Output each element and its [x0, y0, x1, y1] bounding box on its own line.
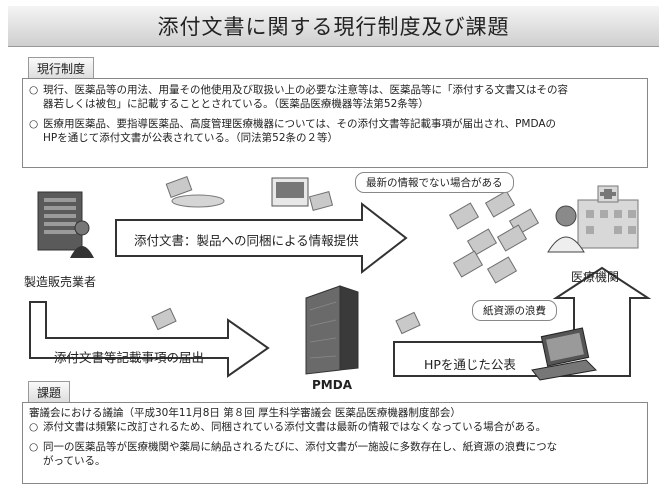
- manufacturer-person-icon: [70, 220, 94, 258]
- issues-box: 審議会における議論（平成30年11月8日 第８回 厚生科学審議会 医薬品医療機器…: [22, 402, 648, 484]
- current-system-item-1-line2: 器若しくは被包」に記載することとされている。（医薬品医療機器等法第52条等）: [43, 98, 429, 110]
- flow-diagram: [29, 176, 652, 381]
- issues-item-1: ○ 添付文書は頻繁に改訂されるため、同梱されている添付文書は最新の情報ではなくなっ…: [29, 420, 641, 434]
- manufacturer-label: 製造販売業者: [24, 275, 97, 289]
- current-system-tab: 現行制度: [28, 57, 95, 80]
- issues-item-2-line2: がっている。: [43, 455, 106, 467]
- current-system-tab-label: 現行制度: [37, 62, 86, 76]
- publish-arrow-label: HPを通じた公表: [424, 357, 516, 372]
- issues-item-2: ○ 同一の医薬品等が医療機関や薬局に納品されるたびに、添付文書が一施設に多数存在し…: [29, 440, 641, 468]
- doctor-icon: [547, 205, 585, 253]
- current-system-item-1: ○ 現行、医薬品等の用法、用量その他使用及び取扱い上の必要な注意等は、医薬品等に「…: [29, 83, 641, 111]
- pmda-label: PMDA: [312, 378, 352, 392]
- notify-arrow-label: 添付文書等記載事項の届出: [54, 350, 205, 365]
- hospital-label: 医療機関: [571, 270, 620, 284]
- callout-paper-waste: 紙資源の浪費: [472, 300, 557, 321]
- issues-tab: 課題: [28, 381, 71, 404]
- page-title-text: 添付文書に関する現行制度及び課題: [157, 15, 510, 39]
- bundle-arrow: [115, 201, 408, 275]
- current-system-item-2-line1: 医療用医薬品、要指導医薬品、高度管理医療機器については、その添付文書等記載事項が…: [43, 118, 557, 130]
- current-system-item-2: ○ 医療用医薬品、要指導医薬品、高度管理医療機器については、その添付文書等記載事項…: [29, 117, 641, 145]
- issues-item-2-line1: 同一の医薬品等が医療機関や薬局に納品されるたびに、添付文書が一施設に多数存在し、…: [43, 441, 558, 453]
- pmda-building-icon: [305, 285, 359, 375]
- page-title: 添付文書に関する現行制度及び課題: [8, 6, 659, 47]
- bullet-icon: ○: [29, 84, 39, 96]
- document-icon: [165, 176, 225, 208]
- bullet-icon: ○: [29, 118, 39, 130]
- documents-cluster-icon: [448, 190, 540, 284]
- monitor-icon: [271, 177, 334, 211]
- bullet-icon: ○: [29, 441, 39, 453]
- manufacturer-building-icon: [37, 191, 83, 251]
- hospital-icon: [577, 185, 639, 249]
- document-icon: [151, 307, 177, 331]
- current-system-item-2-line2: HPを通じて添付文書が公表されている。（同法第52条の２等）: [43, 132, 339, 144]
- current-system-item-1-line1: 現行、医薬品等の用法、用量その他使用及び取扱い上の必要な注意等は、医薬品等に「添…: [43, 84, 568, 96]
- notify-arrow: [29, 301, 270, 378]
- issues-item-1-line1: 添付文書は頻繁に改訂されるため、同梱されている添付文書は最新の情報ではなくなって…: [43, 421, 547, 433]
- current-system-box: ○ 現行、医薬品等の用法、用量その他使用及び取扱い上の必要な注意等は、医薬品等に「…: [22, 78, 648, 168]
- laptop-icon: [531, 327, 598, 381]
- issues-heading: 審議会における議論（平成30年11月8日 第８回 厚生科学審議会 医薬品医療機器…: [29, 407, 461, 419]
- issues-tab-label: 課題: [37, 386, 62, 400]
- bullet-icon: ○: [29, 421, 39, 433]
- document-icon: [395, 311, 421, 335]
- callout-outdated: 最新の情報でない場合がある: [355, 172, 514, 193]
- bundle-arrow-label: 添付文書：製品への同梱による情報提供: [134, 233, 359, 248]
